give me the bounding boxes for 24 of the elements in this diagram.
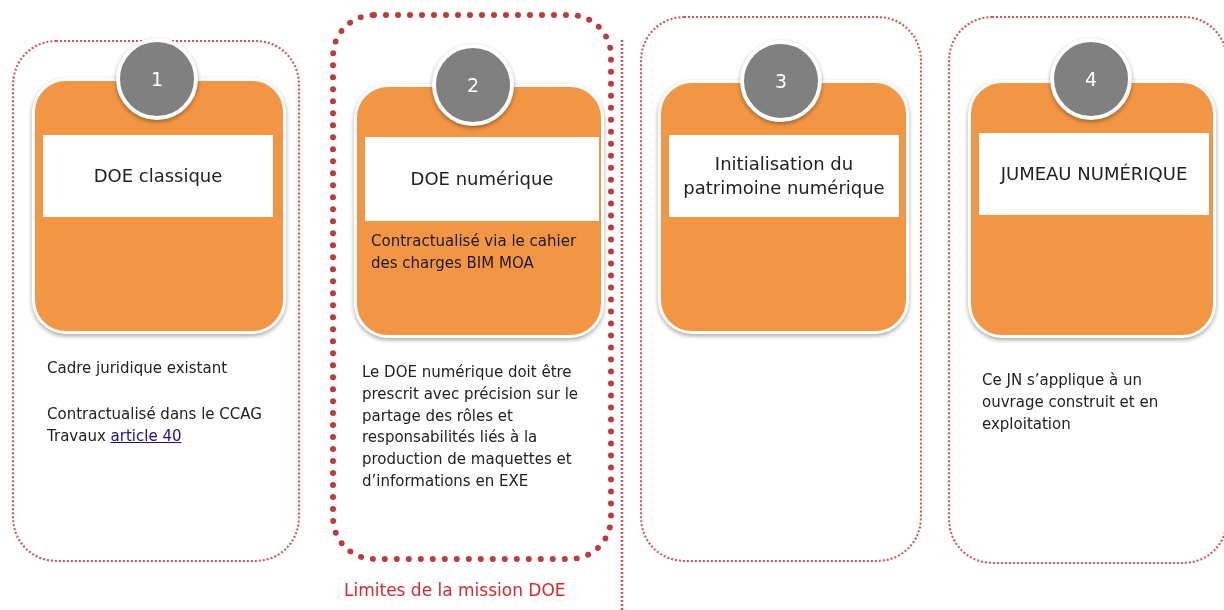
step-number: 1 xyxy=(150,68,164,90)
title-panel xyxy=(669,135,899,217)
note-label: Limites de la mission DOE xyxy=(344,580,566,600)
body-text: Ce JN s’applique à un ouvrage construit et en exploitation xyxy=(982,370,1160,435)
body-text: Contractualisé via le cahier des charges BIM MOA xyxy=(371,231,578,274)
step-number: 4 xyxy=(1084,68,1098,90)
title-panel xyxy=(979,133,1209,215)
title-panel xyxy=(365,137,599,221)
card-outline xyxy=(330,12,614,562)
step-number: 3 xyxy=(774,70,788,92)
card-title: Initialisation du patrimoine numérique xyxy=(682,151,886,200)
link: article 40 xyxy=(110,426,182,445)
body-text: Cadre juridique existant xyxy=(47,358,229,379)
card-outline xyxy=(12,40,300,562)
step-number: 2 xyxy=(466,74,480,96)
card-title: DOE numérique xyxy=(410,166,554,191)
body-text: Le DOE numérique doit être prescrit avec précision sur le partage des rôles et responsabilités liés à la production de maquettes et d’informations en EXE xyxy=(362,362,580,492)
step-number-circle xyxy=(116,38,198,120)
card-title: JUMEAU NUMÉRIQUE xyxy=(1000,161,1188,186)
card-outline xyxy=(640,16,922,562)
card-title: DOE classique xyxy=(93,163,223,188)
card-outline xyxy=(948,16,1224,564)
title-panel xyxy=(43,135,273,217)
body-text: Contractualisé dans le CCAG Travaux article 40 xyxy=(47,404,263,447)
